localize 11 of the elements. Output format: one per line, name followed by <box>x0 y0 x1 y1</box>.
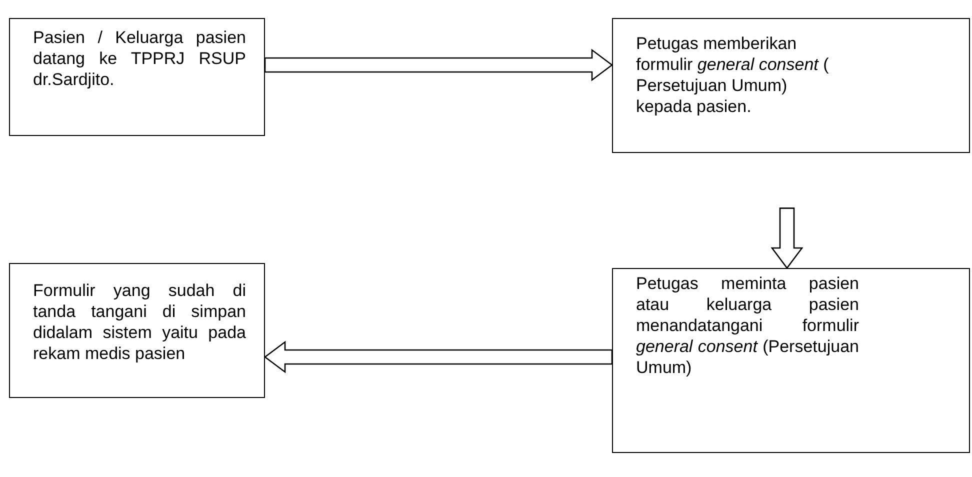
box-text: Pasien / Keluarga pasien datang ke TPPRJ RSUP dr.Sardjito. <box>33 27 246 90</box>
process-box <box>9 18 265 136</box>
block-arrow <box>770 208 804 270</box>
box-text: Formulir yang sudah di tanda tangani di simpan didalam sistem yaitu pada rekam medis pasien <box>33 280 246 364</box>
block-arrow <box>264 48 614 82</box>
process-box <box>612 18 970 153</box>
box-text: Petugas meminta pasien atau keluarga pasien menandatangani formulir general consent (Persetujuan Umum) <box>636 273 859 378</box>
process-box <box>9 263 265 398</box>
block-arrow <box>264 340 613 374</box>
box-text: Petugas memberikan formulir general consent ( Persetujuan Umum) kepada pasien. <box>636 33 830 117</box>
process-box <box>612 268 970 453</box>
